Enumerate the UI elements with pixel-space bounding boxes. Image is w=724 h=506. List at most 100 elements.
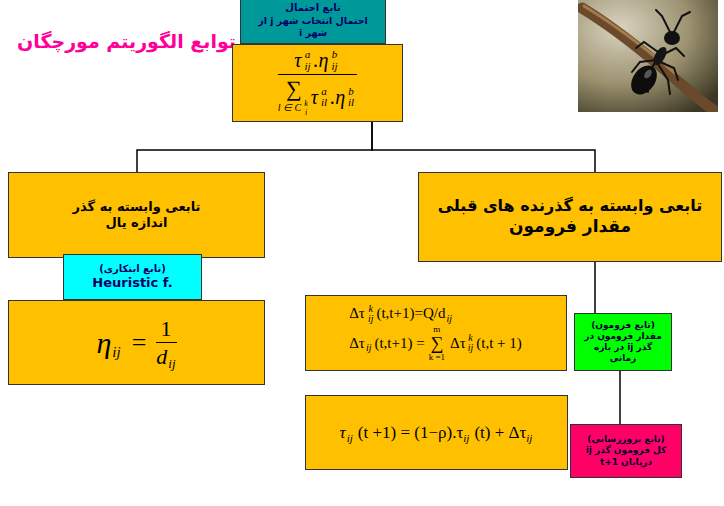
math-row: 1: [160, 317, 172, 340]
math-symbol: .η: [330, 87, 345, 108]
math-column: m∑k =1: [429, 325, 446, 363]
math-symbol: ij: [366, 343, 372, 354]
math-symbol: k: [368, 304, 372, 315]
fraction-bar: [156, 342, 176, 343]
math-symbol: i: [305, 109, 307, 117]
script-stack: kij: [468, 333, 475, 354]
math-symbol: ij: [112, 345, 120, 361]
math-symbol: Δτ: [349, 336, 365, 352]
math-symbol: ∑: [430, 334, 443, 353]
math-symbol: τ: [311, 87, 318, 108]
math-symbol: b: [348, 86, 354, 98]
math-row: ηij=1dij: [96, 317, 176, 368]
math-symbol: ij: [468, 343, 474, 354]
math-row: l ∈ Cki: [278, 100, 311, 117]
math-symbol: (t,t + 1): [476, 336, 522, 352]
math-symbol: τ: [340, 424, 346, 442]
box-text: مقدار فرومون: [509, 216, 631, 237]
box-content: τaij.ηbij∑l ∈ Ckiτail.ηbil: [278, 49, 357, 117]
math-row: ∑l ∈ Ckiτail.ηbil: [278, 77, 357, 117]
box-text: مقدار فرومون در گذر ij در بازه زمانی: [581, 331, 665, 365]
box-text: Heuristic f.: [92, 275, 172, 291]
script-stack: bij: [332, 49, 339, 72]
fraction: 1 dij: [156, 317, 176, 368]
pheromone-branch-box: تابعی وابسته به گذرنده های قبلیمقدار فرو…: [418, 172, 722, 262]
math-symbol: il: [321, 97, 327, 109]
box-content: (تابع بروزرسانی)کل فرومون گذر ijدرپایان …: [577, 434, 675, 468]
pheromone-label-box: (تابع فرومون)مقدار فرومون در گذر ij در ب…: [574, 313, 672, 371]
ant-abdomen: [626, 61, 662, 100]
math-symbol: Δτ: [349, 306, 365, 322]
math-symbol: d: [156, 345, 167, 368]
math-symbol: ij: [168, 357, 175, 371]
math-symbol: k: [468, 333, 472, 344]
box-content: تابع احتمالاحتمال انتخاب شهر j از شهر i: [247, 2, 379, 38]
box-content: ηij=1dij: [96, 317, 176, 368]
box-text: تابع احتمال: [285, 2, 340, 15]
diagram-title: توابع الگوریتم مورچگان: [17, 30, 236, 53]
math-symbol: ∑: [286, 77, 302, 100]
math-symbol: ij: [347, 433, 353, 445]
math-symbol: (t +1) = (1−ρ).τ: [358, 424, 463, 442]
box-content: τij(t +1) = (1−ρ).τij(t) + Δτij: [340, 424, 534, 442]
math-symbol: m: [433, 325, 440, 334]
ant-photo: [578, 0, 718, 112]
math-symbol: (t,t+1) =: [374, 336, 424, 352]
math-symbol: k =1: [429, 353, 445, 362]
branch: [582, 8, 716, 112]
photo-background: [578, 0, 718, 112]
math-symbol: il: [348, 97, 354, 109]
script-stack: aij: [304, 49, 311, 72]
box-content: تابعی وابسته به گذراندازه یال: [15, 199, 258, 232]
heuristic-label-box: (تابع ابتکاری)Heuristic f.: [63, 254, 202, 300]
math-symbol: a: [321, 86, 327, 98]
math-symbol: .η: [314, 50, 329, 71]
math-column: Δτkij(t,t+1)=Q/dijΔτij(t,t+1) =m∑k =1Δτk…: [349, 304, 523, 363]
box-text: درپایان t+1: [600, 457, 652, 468]
box-text: (تابع فرومون): [591, 320, 655, 331]
script-stack: ki: [304, 100, 309, 117]
script-stack: bil: [348, 86, 355, 109]
connector: [372, 122, 595, 172]
math-symbol: 1: [160, 317, 171, 340]
ant-highlight: [643, 68, 654, 80]
box-text: تابعی وابسته به گذر: [73, 199, 201, 215]
box-content: (تابع فرومون)مقدار فرومون در گذر ij در ب…: [581, 320, 665, 365]
ant-thorax: [651, 45, 670, 67]
math-symbol: ij: [526, 433, 532, 445]
math-column: ∑l ∈ Cki: [278, 77, 311, 117]
math-row: dij: [156, 345, 176, 368]
connector: [619, 371, 621, 424]
math-symbol: (t) + Δτ: [474, 424, 526, 442]
math-symbol: (t,t+1)=Q/d: [376, 306, 445, 322]
math-symbol: =: [132, 329, 147, 356]
heuristic-formula-box: ηij=1dij: [8, 300, 265, 385]
math-symbol: b: [332, 49, 338, 61]
script-stack: kij: [368, 304, 375, 325]
box-content: تابعی وابسته به گذرنده های قبلیمقدار فرو…: [425, 196, 715, 237]
math-symbol: ij: [368, 314, 374, 325]
math-row: τij(t +1) = (1−ρ).τij(t) + Δτij: [340, 424, 534, 442]
edge-length-branch-box: تابعی وابسته به گذراندازه یال: [8, 172, 265, 258]
math-row: Δτkij(t,t+1)=Q/dij: [349, 304, 453, 325]
math-symbol: l ∈ C: [278, 103, 301, 114]
box-text: (تابع بروزرسانی): [587, 434, 664, 445]
update-label-box: (تابع بروزرسانی)کل فرومون گذر ijدرپایان …: [570, 424, 682, 478]
math-symbol: τ: [294, 50, 301, 71]
math-row: Δτij(t,t+1) =m∑k =1Δτkij(t,t + 1): [349, 325, 523, 363]
ant-head: [664, 31, 680, 45]
box-text: کل فرومون گذر ij: [586, 445, 666, 456]
script-stack: ail: [321, 86, 328, 109]
math-symbol: k: [304, 100, 308, 108]
update-formula-box: τij(t +1) = (1−ρ).τij(t) + Δτij: [305, 395, 568, 470]
fraction-bar: [278, 74, 357, 75]
math-symbol: ij: [446, 314, 452, 325]
box-content: Δτkij(t,t+1)=Q/dijΔτij(t,t+1) =m∑k =1Δτk…: [349, 304, 523, 363]
math-symbol: Δτ: [450, 336, 466, 352]
pheromone-formula-box: Δτkij(t,t+1)=Q/dijΔτij(t,t+1) =m∑k =1Δτk…: [305, 295, 567, 371]
probability-formula-box: τaij.ηbij∑l ∈ Ckiτail.ηbil: [232, 44, 403, 122]
connector: [594, 262, 596, 313]
box-text: اندازه یال: [105, 215, 167, 231]
connector: [137, 122, 372, 172]
math-symbol: ij: [463, 433, 469, 445]
